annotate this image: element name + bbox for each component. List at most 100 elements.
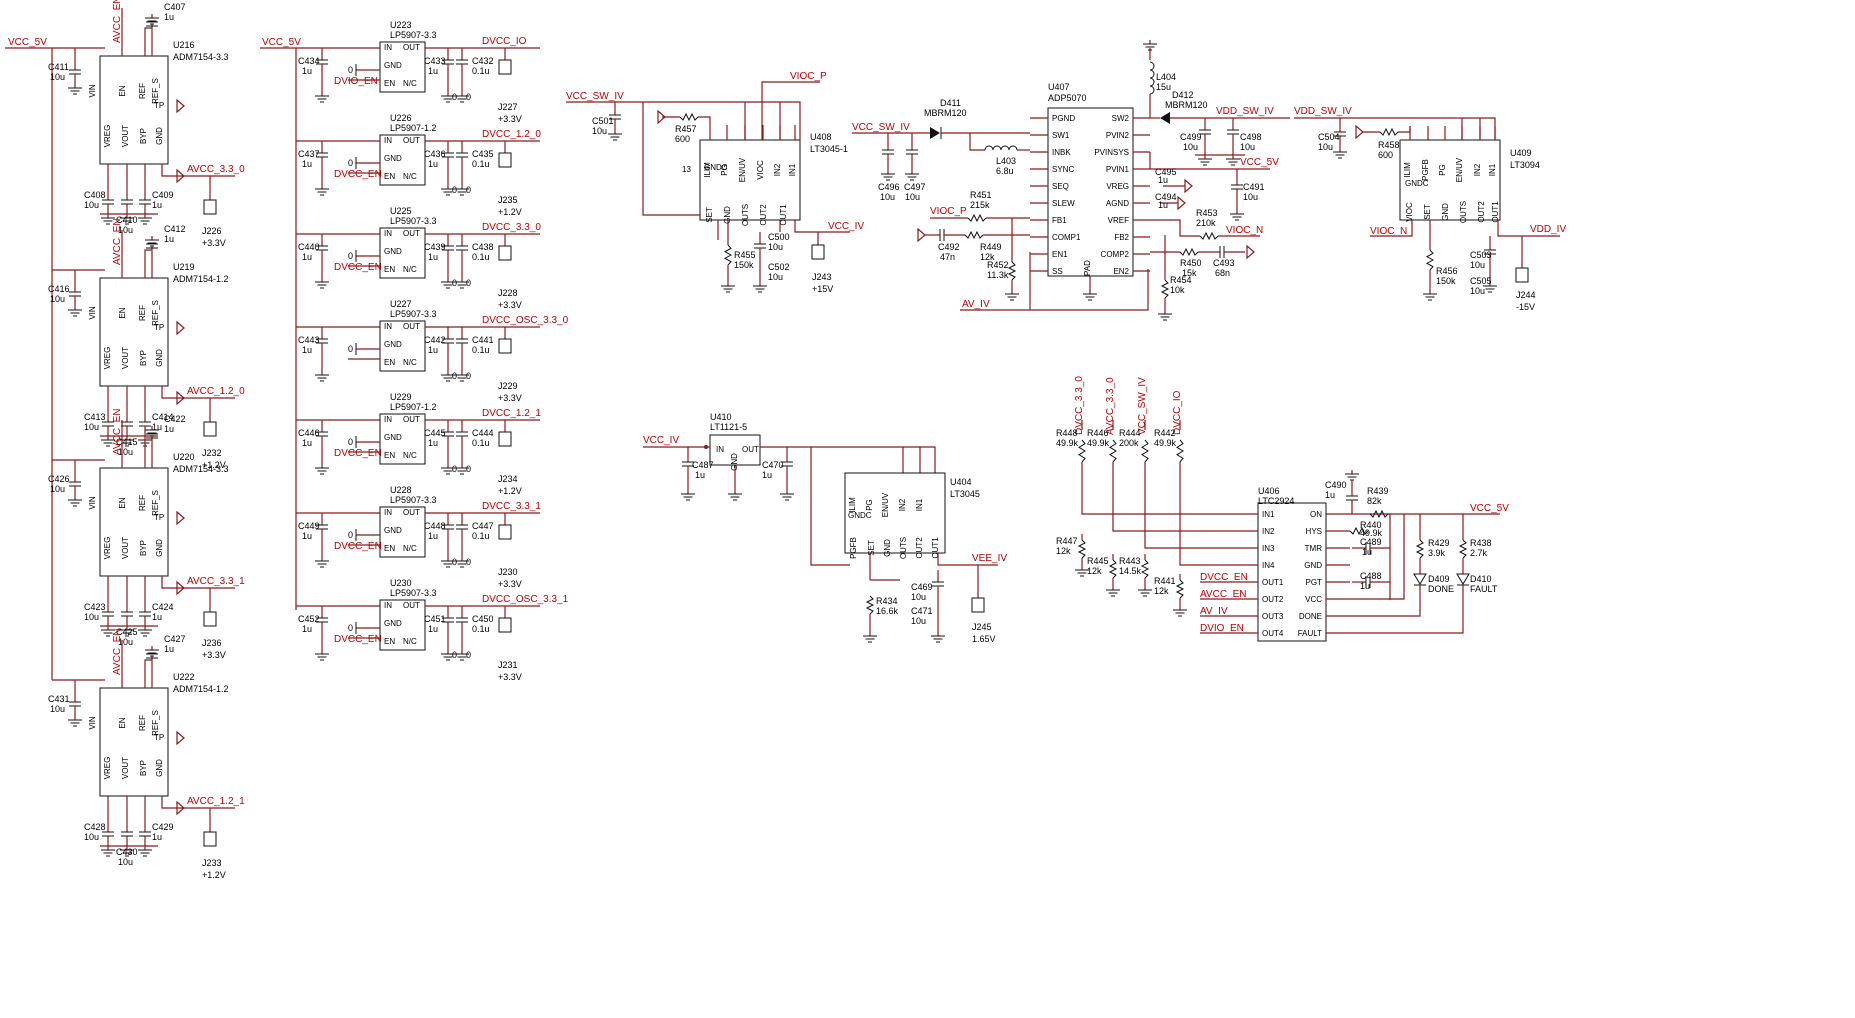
- pin-top: EN/UV: [1455, 157, 1464, 182]
- connector-ref: J226: [202, 226, 222, 236]
- wire: [1150, 219, 1200, 237]
- resistor-zigzag: [1078, 439, 1086, 463]
- pin-in: IN: [384, 43, 392, 52]
- connector-val: +3.3V: [498, 579, 522, 589]
- capacitor: [1227, 129, 1239, 135]
- pin-bottom: OUT1: [779, 204, 788, 226]
- cap-val: 1u: [695, 470, 705, 480]
- output-net: AVCC_EN: [1200, 589, 1247, 600]
- pin-en: EN: [384, 172, 395, 181]
- cap-val: 10u: [911, 592, 926, 602]
- capacitor: [882, 149, 894, 155]
- cap-ref: C442: [424, 335, 446, 345]
- pin-left: SS: [1052, 267, 1063, 276]
- pin-bottom: OUTS: [1459, 201, 1468, 223]
- pin-gnd: GND: [384, 526, 402, 535]
- pin-byp: BYP: [139, 128, 148, 144]
- ground-symbol: [68, 306, 82, 317]
- vin-net: VDD_SW_IV: [1294, 106, 1352, 117]
- cap-ref: C435: [472, 149, 494, 159]
- monitored-net: DVCC_IO: [1172, 390, 1183, 435]
- connector-ref: J228: [498, 288, 518, 298]
- res-ref: R438: [1470, 538, 1492, 548]
- cap-val: 10u: [768, 242, 783, 252]
- cap-ref: C439: [424, 242, 446, 252]
- vcc-5v-net: VCC_5V: [8, 37, 47, 48]
- capacitor: [69, 701, 81, 707]
- ic-ref: U406: [1258, 486, 1280, 496]
- connector-ref: J227: [498, 102, 518, 112]
- pin-right: AGND: [1106, 199, 1129, 208]
- resistor-zigzag: [1176, 439, 1184, 463]
- capacitor: [456, 431, 468, 437]
- ground-symbol: [441, 557, 455, 568]
- output-net: DVCC_1.2_0: [482, 129, 541, 140]
- res-val: 150k: [734, 260, 754, 270]
- ground-symbol: [455, 557, 469, 568]
- cap-ref: C500: [768, 232, 790, 242]
- resistor: [1108, 559, 1118, 579]
- ic-ref: U410: [710, 412, 732, 422]
- wire: [144, 249, 152, 278]
- lp-ic-body: [379, 599, 426, 651]
- resistor: [1007, 261, 1017, 281]
- pin-top: IN1: [1488, 163, 1497, 176]
- capacitor: [456, 617, 468, 623]
- cap-val: 0.1u: [472, 624, 490, 634]
- pin-nc: N/C: [403, 172, 417, 181]
- ic-part: ADM7154-1.2: [173, 274, 229, 284]
- cap-ref: C413: [84, 412, 106, 422]
- pin-gnd: GND: [384, 247, 402, 256]
- cap-ref: C491: [1243, 182, 1265, 192]
- connector-val: 1.65V: [972, 634, 996, 644]
- ground-symbol: [441, 371, 455, 382]
- ic-ref: U225: [390, 206, 412, 216]
- lp-ic-body: [379, 506, 426, 558]
- cap-val: 1u: [1325, 490, 1335, 500]
- capacitor: [1346, 495, 1358, 501]
- pin-right: PVIN1: [1106, 165, 1130, 174]
- wire: [794, 220, 850, 233]
- output-net: AVCC_1.2_1: [187, 796, 245, 807]
- connector-ref: J230: [498, 567, 518, 577]
- wire: [144, 439, 152, 468]
- cap-ref: C437: [298, 149, 320, 159]
- zero-label: 0: [348, 623, 353, 633]
- res-ref: R457: [675, 124, 697, 134]
- output-net: AVCC_3.3_0: [187, 164, 245, 175]
- ic-part: LP5907-3.3: [390, 588, 437, 598]
- pin-out: OUT: [403, 601, 420, 610]
- pin-en: EN: [118, 307, 127, 318]
- cap-val: 1u: [302, 159, 312, 169]
- connector-val: +3.3V: [498, 672, 522, 682]
- pin-out: OUT: [403, 229, 420, 238]
- pin-gnd: GND: [155, 759, 164, 777]
- resistor-zigzag: [1425, 249, 1435, 271]
- wire: [1350, 585, 1464, 634]
- cap-val: 10u: [911, 616, 926, 626]
- lp-ic-body: [379, 320, 426, 372]
- resistor-zigzag: [865, 595, 875, 615]
- en-net: DVCC_EN: [334, 169, 382, 180]
- wire: [642, 102, 700, 216]
- cap-ref: C429: [152, 822, 174, 832]
- pin-left: OUT2: [1262, 595, 1284, 604]
- zero-label: 0: [452, 371, 457, 381]
- zero-label: 0: [466, 557, 471, 567]
- output-net: DVCC_EN: [1200, 572, 1248, 583]
- cap-val: 1u: [164, 234, 174, 244]
- capacitor: [1219, 246, 1225, 258]
- ground-symbol: [315, 92, 329, 103]
- pin-left: FB1: [1052, 216, 1067, 225]
- res-ref: R440: [1360, 520, 1382, 530]
- cap-val: 1u: [302, 66, 312, 76]
- res-ref: R453: [1196, 208, 1218, 218]
- zero-label: 0: [452, 185, 457, 195]
- cap-val: 10u: [50, 704, 65, 714]
- pin-nc: N/C: [403, 358, 417, 367]
- ic-part: LT3045-1: [810, 144, 848, 154]
- cap-ref: C446: [298, 428, 320, 438]
- res-val: 600: [1378, 150, 1393, 160]
